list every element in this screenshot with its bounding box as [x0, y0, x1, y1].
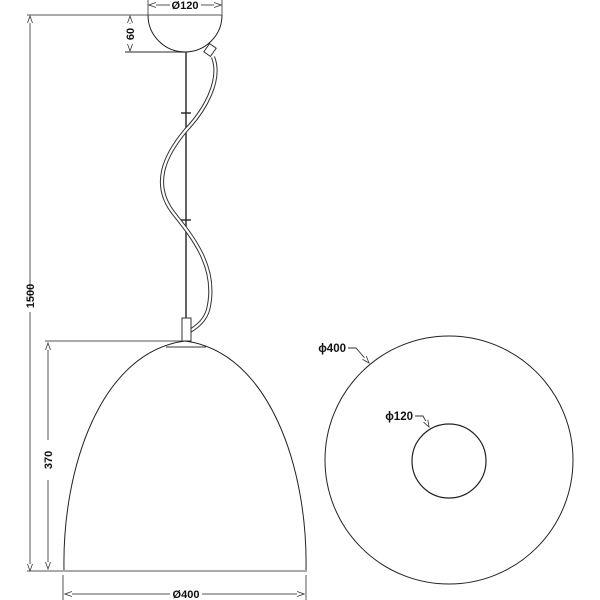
top-view: ϕ400 ϕ120 — [318, 335, 574, 585]
shade-outer-circle — [324, 335, 574, 585]
inner-diameter-label: ϕ120 — [385, 411, 413, 423]
canopy-inner-circle — [411, 423, 487, 499]
lamp-shade — [63, 340, 307, 571]
shade-height-label: 370 — [43, 451, 55, 469]
outer-diameter-label: ϕ400 — [318, 343, 346, 355]
side-view: Ø120 60 1500 370 — [25, 0, 307, 600]
total-height-label: 1500 — [25, 284, 37, 308]
shade-diameter-label: Ø400 — [173, 589, 200, 600]
cable-connector — [203, 42, 217, 58]
canopy-height-label: 60 — [125, 28, 137, 40]
socket-housing — [181, 317, 192, 342]
canopy-diameter-label: Ø120 — [172, 0, 199, 12]
ceiling-canopy — [147, 14, 223, 53]
